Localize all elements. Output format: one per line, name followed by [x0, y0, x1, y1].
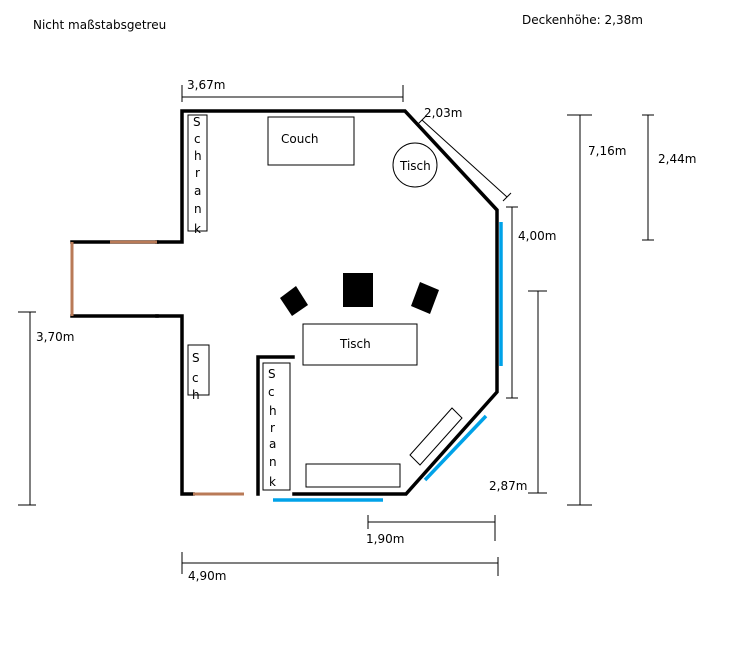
- dim-bottom-diag-label: 1,90m: [366, 532, 404, 546]
- wardrobe-inner: [262, 362, 291, 491]
- wardrobe-inner-letter: S: [268, 367, 276, 381]
- wardrobe-inner-letter: n: [269, 455, 277, 469]
- dim-top-width: [181, 85, 404, 102]
- round-table: [392, 142, 438, 188]
- wall-inner-wardrobe: [256, 355, 295, 496]
- dim-right-wall: [506, 206, 518, 399]
- scale-note: Nicht maßstabsgetreu: [33, 18, 166, 32]
- dim-bottom-diag: [367, 515, 496, 541]
- dim-total-height-label: 7,16m: [588, 144, 626, 158]
- wardrobe-tall-letter: r: [195, 166, 200, 180]
- center-table: [302, 323, 418, 366]
- wardrobe-tall-letter: h: [194, 149, 202, 163]
- wardrobe-tall-letter: c: [194, 132, 201, 146]
- chair-left: [280, 286, 308, 316]
- ceiling-height: Deckenhöhe: 2,38m: [522, 13, 643, 27]
- dim-right-lower-label: 2,87m: [489, 479, 527, 493]
- dim-left-lower-label: 3,70m: [36, 330, 74, 344]
- wardrobe-tall-letter: n: [194, 202, 202, 216]
- dim-diagonal-top-label: 2,03m: [424, 106, 462, 120]
- chair-right: [411, 282, 439, 314]
- couch: [267, 116, 355, 166]
- dim-left-lower: [18, 311, 36, 506]
- dim-right-lower: [528, 290, 547, 494]
- dim-right-upper-label: 2,44m: [658, 152, 696, 166]
- chair-center: [343, 273, 373, 307]
- dim-right-upper: [642, 114, 654, 241]
- dim-total-width: [181, 552, 499, 576]
- sideboard: [305, 463, 401, 488]
- dim-total-height: [567, 114, 592, 506]
- dim-total-width-label: 4,90m: [188, 569, 226, 583]
- dim-top-width-label: 3,67m: [187, 78, 225, 92]
- wardrobe-inner-letter: c: [268, 385, 275, 399]
- wardrobe-small-letter: S: [192, 351, 200, 365]
- wardrobe-tall-letter: k: [194, 222, 201, 236]
- wardrobe-small-letter: c: [192, 371, 199, 385]
- wall-left-lower: [155, 314, 195, 496]
- wardrobe-inner-letter: h: [269, 404, 277, 418]
- wall-outline-upper: [155, 109, 499, 496]
- couch-label: Couch: [281, 132, 319, 146]
- round-table-label: Tisch: [399, 159, 431, 173]
- dim-diagonal-top: [417, 115, 512, 202]
- wardrobe-tall: [187, 114, 208, 232]
- wardrobe-inner-letter: k: [269, 475, 276, 489]
- dim-right-wall-label: 4,00m: [518, 229, 556, 243]
- wardrobe-small-letter: h: [192, 388, 200, 402]
- center-table-label: Tisch: [339, 337, 371, 351]
- wardrobe-small-label: S c h: [192, 351, 200, 402]
- wardrobe-inner-letter: a: [269, 437, 276, 451]
- diagonal-cabinet: [409, 407, 463, 466]
- walls: [70, 109, 499, 496]
- wardrobe-tall-letter: a: [194, 184, 201, 198]
- wardrobe-tall-label: S c h r a n k: [193, 115, 202, 236]
- window-diagonal: [423, 414, 488, 482]
- wardrobe-inner-label: S c h r a n k: [268, 367, 277, 489]
- wardrobe-tall-letter: S: [193, 115, 201, 129]
- wardrobe-small: [187, 344, 210, 396]
- wardrobe-inner-letter: r: [270, 421, 275, 435]
